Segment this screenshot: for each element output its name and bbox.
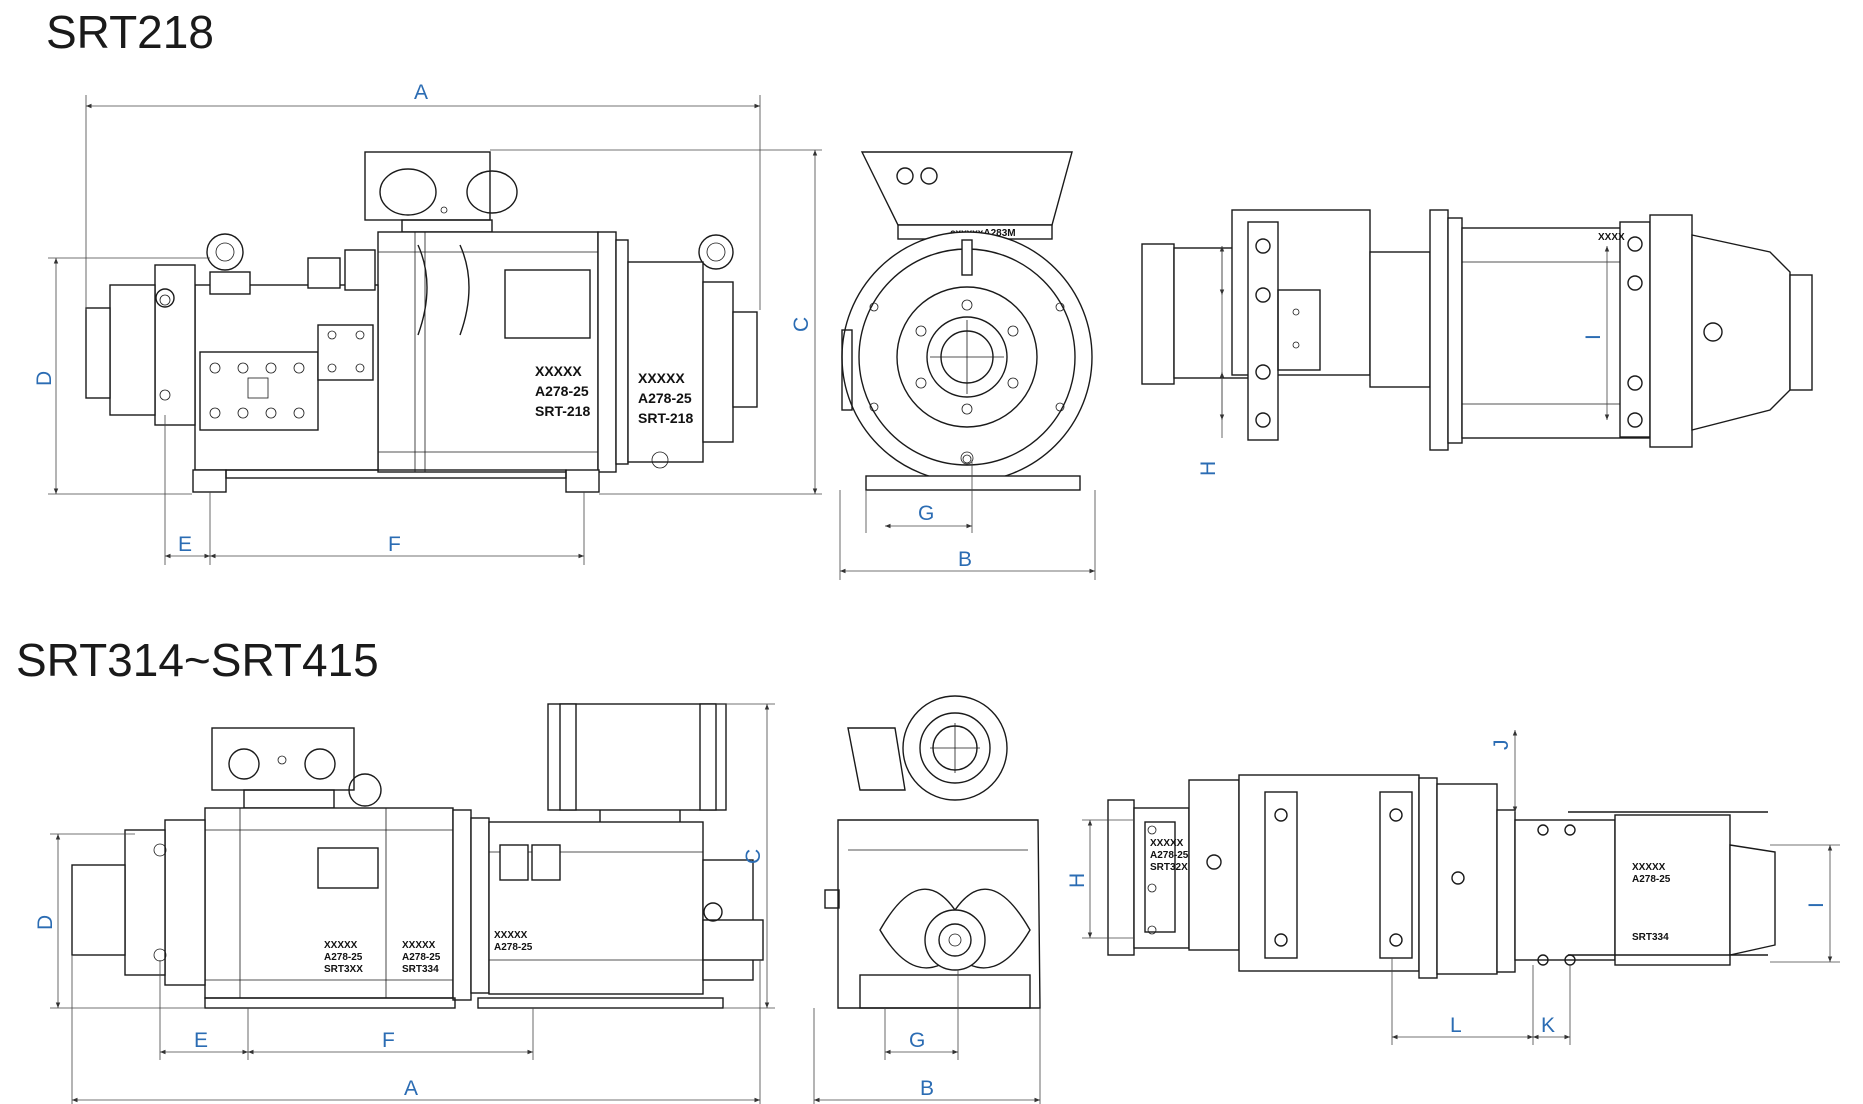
top-plan-view: XXXX [1141,209,1813,451]
top-side-dimensions: A C D E F [33,81,822,565]
top-side-view: XXXXX A278-25 SRT-218 XXXXX A278-25 SRT-… [85,151,758,493]
svg-text:XXXXX: XXXXX [324,940,358,951]
section-title-srt218: SRT218 [46,6,214,58]
dim-label-d: D [33,371,56,386]
dim-label-e: E [178,533,192,556]
dim-label-c: C [790,317,813,332]
bottom-dim-label-g: G [909,1029,925,1052]
bottom-dim-label-h: H [1066,873,1089,888]
svg-text:XXXXX: XXXXX [535,363,582,379]
svg-text:XXXXX: XXXXX [1150,838,1184,849]
bottom-dim-label-b: B [920,1077,934,1100]
top-plan-dimensions: H I [1197,246,1610,476]
bottom-end-view [824,695,1041,1009]
bottom-end-dimensions: G B [813,970,1041,1104]
top-end-view: cxxxxxA283M [841,151,1093,491]
svg-text:SRT334: SRT334 [1632,932,1669,943]
bottom-side-dimensions: C D E F A [34,703,775,1104]
svg-text:XXXXX: XXXXX [402,940,436,951]
bottom-dim-label-l: L [1450,1014,1462,1037]
svg-text:SRT3XX: SRT3XX [324,964,363,975]
svg-text:A278-25: A278-25 [402,952,441,963]
bottom-nameplate-2: XXXXX A278-25 SRT334 [402,940,441,975]
bottom-plan-view: XXXXX A278-25 SRT32X XXXXX A278-25 SRT33… [1107,774,1776,979]
bottom-plan-nameplate-3: SRT334 [1632,932,1669,943]
svg-text:XXXXX: XXXXX [1632,862,1666,873]
svg-text:A278-25: A278-25 [535,383,589,399]
bottom-dim-label-a: A [404,1077,418,1100]
svg-text:SRT334: SRT334 [402,964,439,975]
svg-text:A278-25: A278-25 [638,390,692,406]
bottom-dim-label-j: J [1490,740,1513,751]
dim-label-h: H [1197,461,1220,476]
bottom-plan-nameplate-2: XXXXX A278-25 [1632,862,1671,885]
svg-text:SRT-218: SRT-218 [638,410,693,426]
dim-label-a: A [414,81,428,104]
bottom-dim-label-e: E [194,1029,208,1052]
bottom-dim-label-c: C [742,849,765,864]
dim-label-f: F [388,533,401,556]
svg-text:SRT-218: SRT-218 [535,403,590,419]
svg-text:A278-25: A278-25 [494,942,533,953]
top-end-dimensions: G B [839,460,1096,580]
svg-text:XXXX: XXXX [1598,232,1625,243]
nameplate-2: XXXXX A278-25 SRT-218 [638,370,693,426]
svg-text:A278-25: A278-25 [1150,850,1189,861]
svg-text:A278-25: A278-25 [324,952,363,963]
bottom-plan-dimensions: H I J L K [1066,730,1840,1045]
nameplate-1: XXXXX A278-25 SRT-218 [535,363,590,419]
bottom-dim-label-k: K [1541,1014,1555,1037]
svg-text:SRT32X: SRT32X [1150,862,1188,873]
dim-label-i: I [1582,334,1605,340]
bottom-dim-label-i: I [1805,902,1828,908]
bottom-nameplate-3: XXXXX A278-25 [494,930,533,953]
svg-text:XXXXX: XXXXX [638,370,685,386]
svg-text:XXXXX: XXXXX [494,930,528,941]
bottom-side-view: XXXXX A278-25 SRT3XX XXXXX A278-25 SRT33… [71,703,764,1009]
section-title-srt314-415: SRT314~SRT415 [16,634,379,686]
bottom-nameplate-1: XXXXX A278-25 SRT3XX [324,940,363,975]
dim-label-b: B [958,548,972,571]
svg-text:A278-25: A278-25 [1632,874,1671,885]
dim-label-g: G [918,502,934,525]
bottom-plan-nameplate-1: XXXXX A278-25 SRT32X [1150,838,1189,873]
bottom-dim-label-f: F [382,1029,395,1052]
bottom-dim-label-d: D [34,915,57,930]
